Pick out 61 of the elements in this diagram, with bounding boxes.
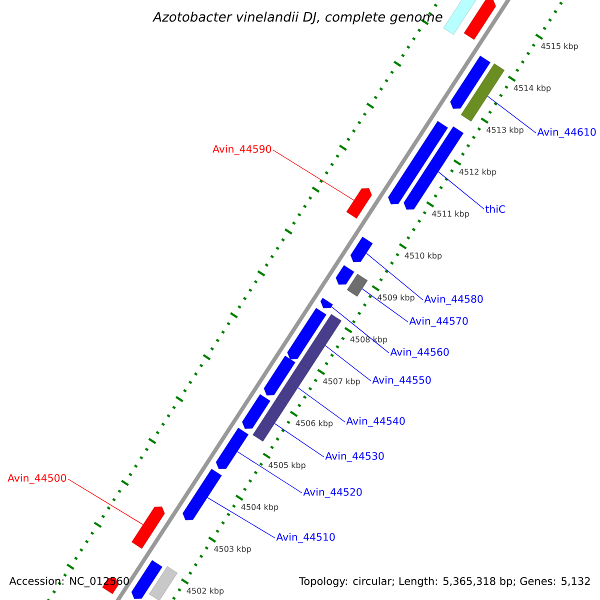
gene-bar (276, 362, 310, 406)
gene-label: Avin_44540 (346, 416, 405, 428)
gene-block (216, 428, 248, 470)
tick-label: 4514 kbp (514, 84, 551, 93)
leader-line (237, 451, 302, 494)
gene-label: Avin_44610 (537, 128, 596, 138)
gene-block (388, 121, 448, 204)
gene-label: Avin_44570 (409, 316, 468, 328)
gene-block (264, 356, 296, 396)
gene-block (320, 298, 333, 308)
gene-bar (346, 274, 368, 297)
summary-text: Topology: circular; Length: 5,365,318 bp; Genes: 5,132 (299, 576, 590, 588)
leader-line (438, 171, 484, 210)
gene-label: Avin_44510 (276, 532, 335, 544)
tick-label: 4502 kbp (186, 588, 224, 596)
gene-block (336, 265, 354, 285)
leader-line (207, 497, 276, 538)
leader-line (325, 345, 372, 382)
tick-label: 4509 kbp (378, 294, 414, 302)
gene-label: Avin_44530 (325, 452, 384, 462)
tick-label: 4508 kbp (350, 336, 388, 344)
tick-label: 4506 kbp (296, 420, 333, 428)
gene-block (131, 560, 162, 599)
gene-bar (300, 314, 342, 370)
gene-block (182, 468, 222, 520)
leader-line (272, 150, 354, 201)
tick-label: 4512 kbp (459, 168, 496, 176)
gene-bar (252, 398, 286, 442)
tick-label: 4513 kbp (486, 126, 524, 134)
leader-line (331, 306, 390, 354)
gene-label: Avin_44580 (424, 294, 483, 306)
gene-bar (149, 566, 178, 600)
gene-bar (460, 64, 505, 122)
tick-label: 4510 kbp (404, 252, 442, 260)
tick-label: 4507 kbp (323, 378, 360, 386)
title: Azotobacter vinelandii DJ, complete genome (152, 12, 442, 24)
gene-label: Avin_44500 (8, 474, 66, 484)
gene-block (346, 188, 372, 219)
gene-block (350, 236, 373, 262)
gene-label: Avin_44590 (212, 144, 272, 156)
leader-line (68, 478, 144, 525)
gene-block (287, 308, 326, 360)
gene-label: thiC (485, 205, 506, 213)
tick-label: 4505 kbp (268, 462, 306, 470)
tick-label: 4515 kbp (541, 42, 578, 51)
gene-label: Avin_44560 (390, 348, 449, 358)
leader-line (366, 252, 424, 300)
gene-label: Avin_44520 (303, 488, 362, 498)
leader-line (274, 423, 324, 458)
leader-line (487, 96, 536, 134)
gene-block (464, 0, 496, 40)
tick-label: 4511 kbp (432, 210, 469, 218)
tick-label: 4504 kbp (241, 504, 278, 512)
gene-block (132, 506, 165, 549)
gene-block (443, 0, 478, 35)
gene-block (242, 394, 270, 429)
leader-line (362, 288, 408, 322)
leader-line (298, 387, 346, 422)
gene-block (450, 56, 490, 109)
tick-label: 4503 kbp (214, 546, 251, 554)
gene-label: Avin_44550 (372, 376, 431, 386)
